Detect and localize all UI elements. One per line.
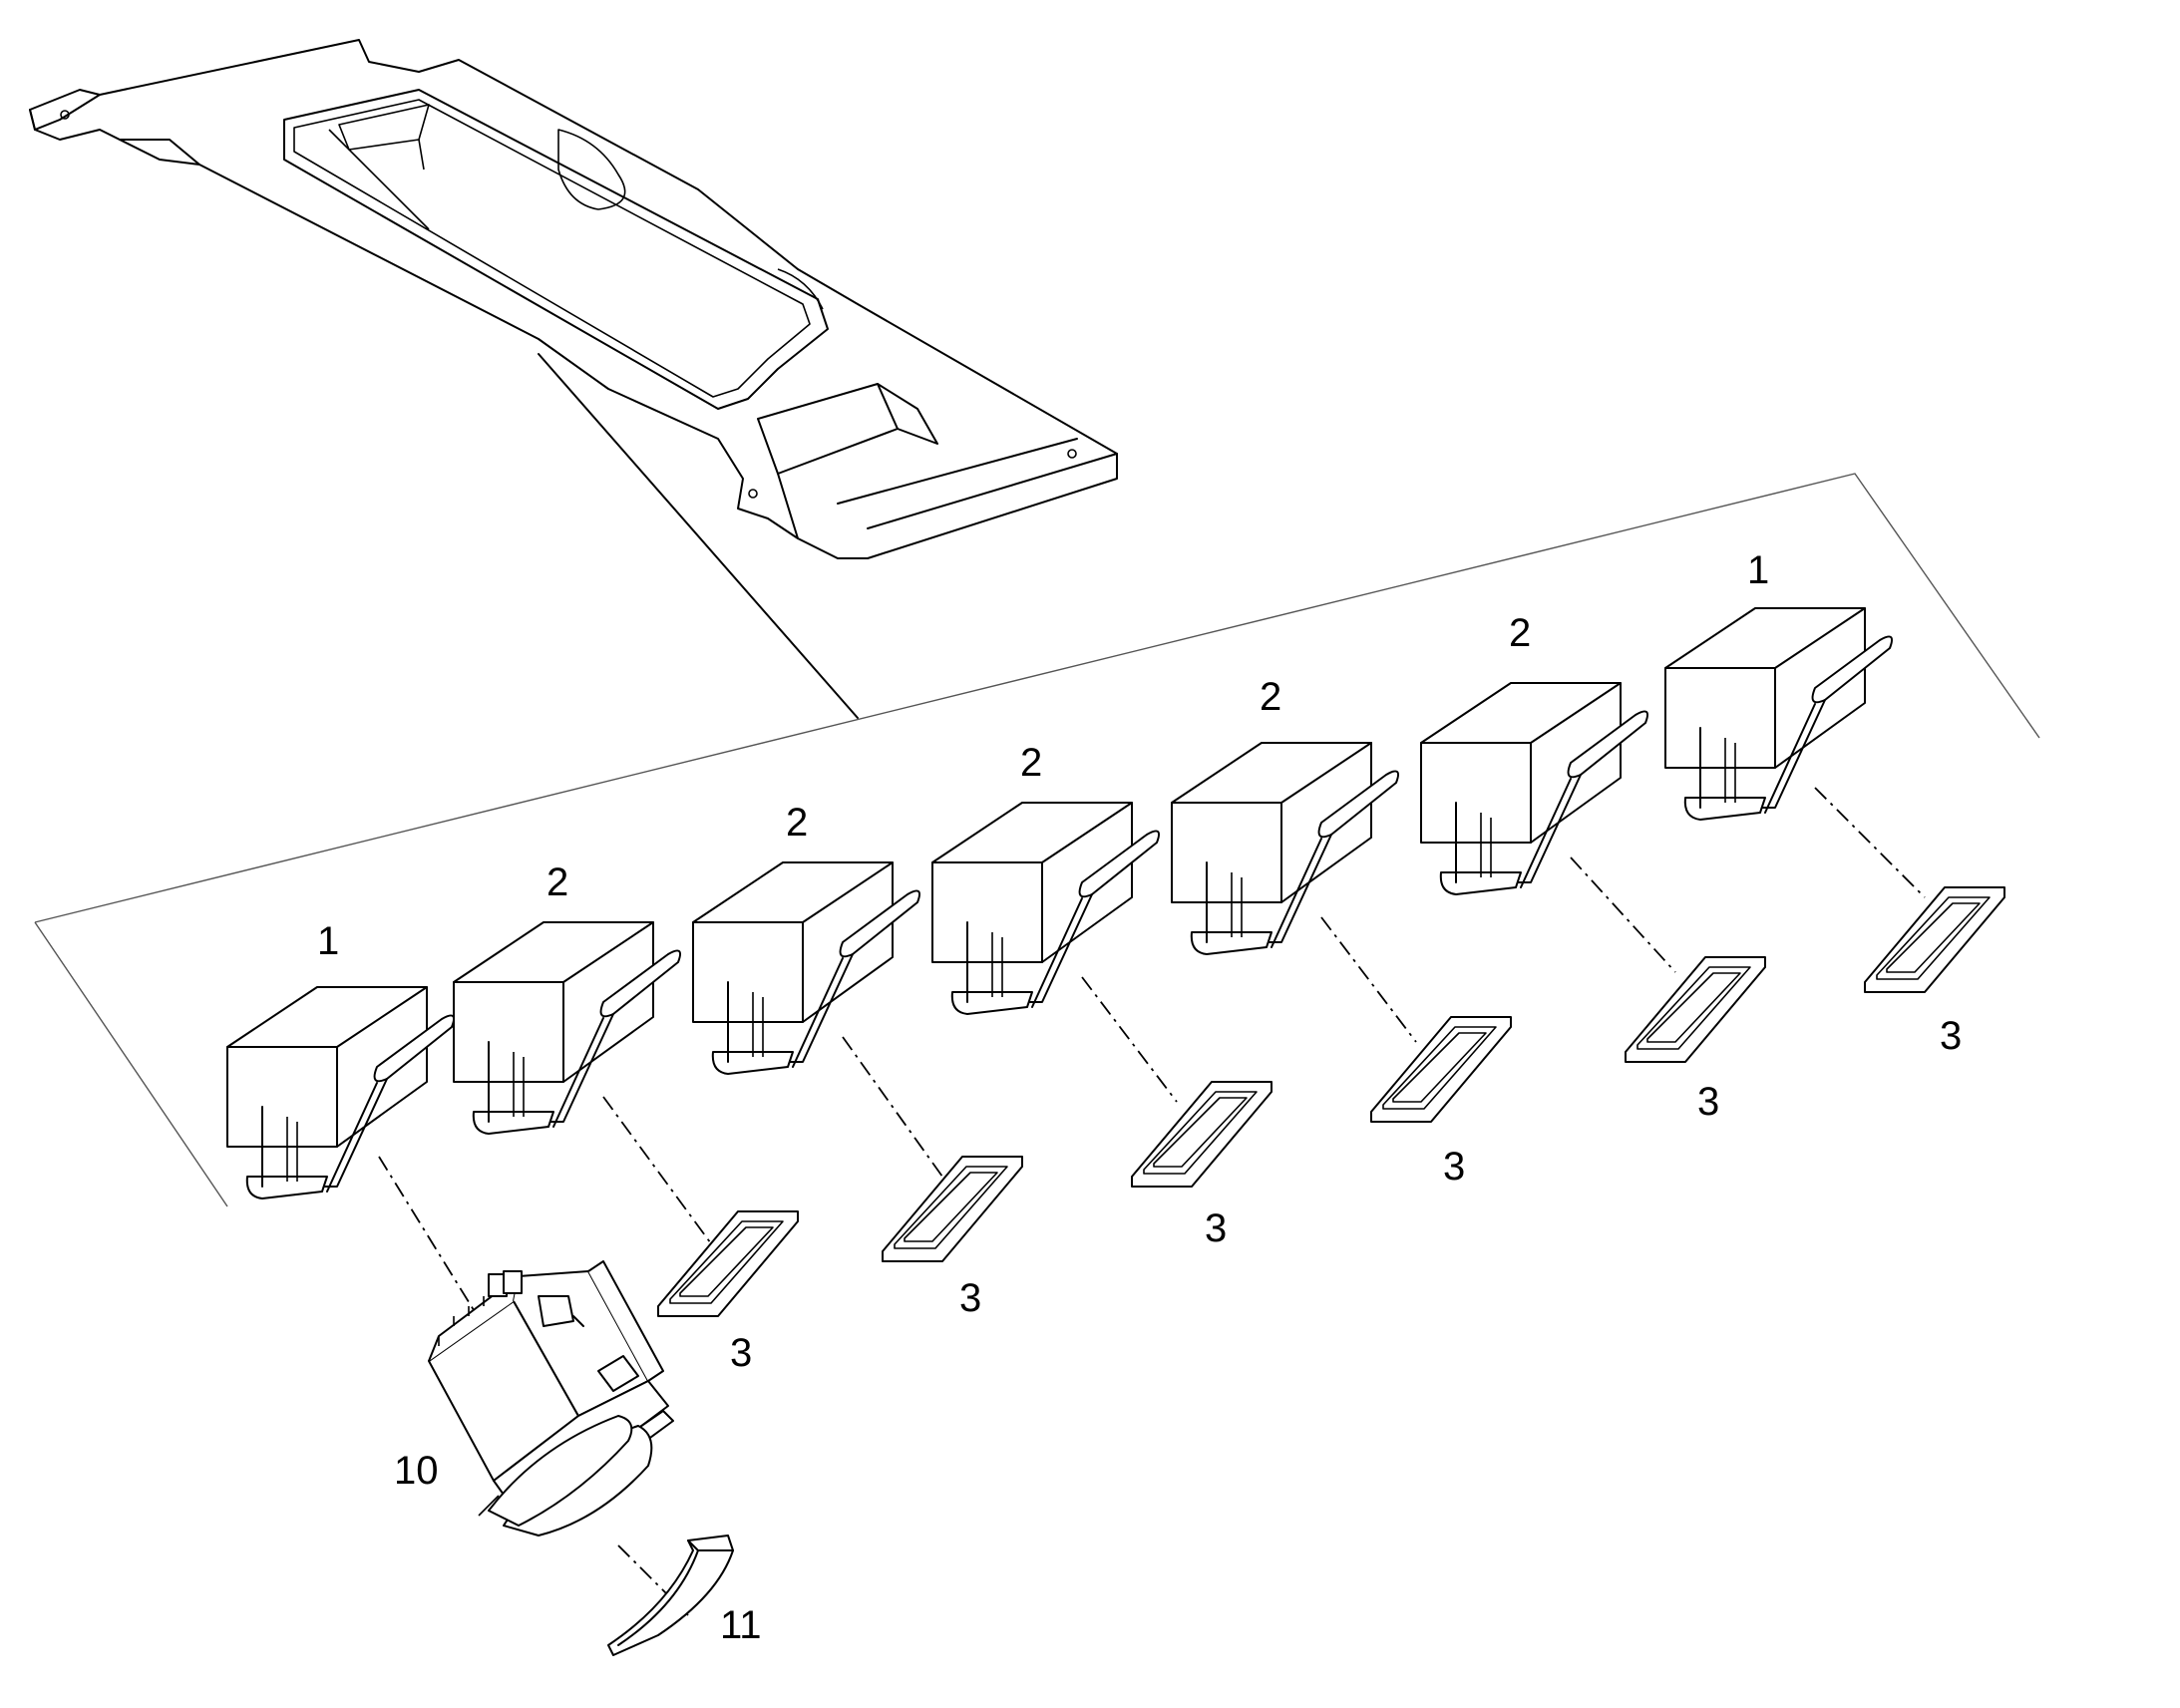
callout-1-left: 1 bbox=[317, 919, 339, 963]
callout-2e: 2 bbox=[1509, 611, 1531, 655]
blank-cover-2b bbox=[692, 861, 921, 1075]
callout-3c: 3 bbox=[1205, 1206, 1227, 1250]
blank-cover-2e bbox=[1420, 682, 1649, 895]
blank-cover-1-right bbox=[1664, 607, 1894, 821]
callout-2b: 2 bbox=[786, 801, 808, 845]
seal-3b bbox=[882, 1156, 1023, 1262]
callout-labels: 1 2 2 2 2 2 1 3 3 3 3 3 3 10 11 bbox=[317, 548, 1962, 1647]
seal-3c bbox=[1131, 1081, 1272, 1188]
callout-2a: 2 bbox=[546, 860, 568, 904]
rocker-switch bbox=[428, 1260, 674, 1537]
console-housing bbox=[29, 39, 1118, 559]
callout-11: 11 bbox=[720, 1603, 762, 1647]
callout-3b: 3 bbox=[959, 1276, 981, 1320]
housing-leader-line bbox=[538, 353, 859, 719]
callout-2c: 2 bbox=[1020, 741, 1042, 785]
callout-3e: 3 bbox=[1697, 1080, 1719, 1124]
callout-3f: 3 bbox=[1940, 1014, 1962, 1058]
seal-3d bbox=[1370, 1016, 1512, 1123]
callout-10: 10 bbox=[394, 1449, 439, 1493]
seal-3f bbox=[1864, 886, 2005, 993]
callout-3d: 3 bbox=[1443, 1145, 1465, 1189]
centre-lines bbox=[378, 787, 1926, 1616]
callout-2d: 2 bbox=[1260, 675, 1281, 719]
callout-3a: 3 bbox=[730, 1331, 752, 1375]
seal-3a bbox=[657, 1210, 799, 1317]
blank-cover-2c bbox=[931, 802, 1161, 1015]
callout-1-right: 1 bbox=[1747, 548, 1769, 592]
blank-cover-2a bbox=[453, 921, 682, 1135]
assembly-frame-left bbox=[34, 921, 228, 1207]
seal-3e bbox=[1625, 956, 1766, 1063]
assembly-frame bbox=[34, 473, 2040, 923]
blank-cover-2d bbox=[1171, 742, 1400, 955]
switch-lens bbox=[607, 1535, 734, 1656]
blank-cover-1-left bbox=[226, 986, 456, 1199]
